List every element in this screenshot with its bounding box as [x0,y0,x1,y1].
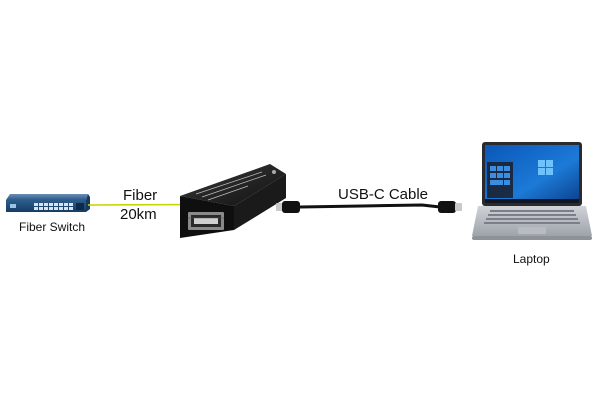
laptop-device [470,140,594,246]
laptop-label: Laptop [513,252,550,266]
sfp-converter-icon [180,164,286,238]
usb-c-cable-label: USB-C Cable [338,186,429,203]
media-converter-device [178,162,288,244]
laptop-icon [472,142,592,240]
fiber-switch-label: Fiber Switch [19,220,86,234]
fiber-distance-label: 20km [120,206,157,223]
fiber-label: Fiber [123,187,158,204]
fiber-line [88,203,198,206]
fiber-switch-device [4,192,92,216]
usb-c-cable [276,201,462,213]
fiber-switch-icon [6,194,90,212]
